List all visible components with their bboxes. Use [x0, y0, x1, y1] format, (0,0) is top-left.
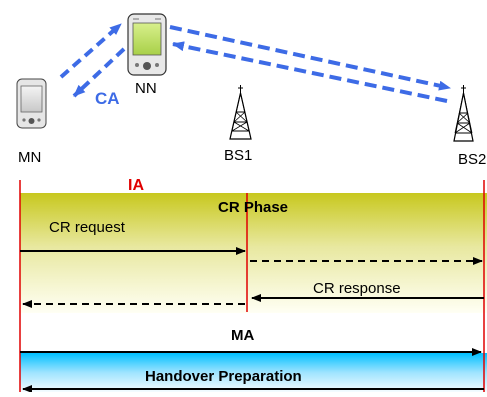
ma-label: MA: [231, 327, 254, 344]
mn-device-icon: [16, 78, 47, 129]
ca-arrow-nn-to-mn: [72, 47, 126, 98]
handover-preparation-band: [20, 353, 487, 392]
ca-label: CA: [95, 89, 120, 108]
ia-label: IA: [128, 177, 144, 194]
nn-device-icon: [127, 13, 167, 76]
mn-label: MN: [18, 149, 41, 166]
bs2-label: BS2: [458, 151, 486, 168]
bs2-tower-icon: [453, 85, 474, 142]
cr-phase-title: CR Phase: [218, 199, 288, 216]
handover-preparation-title: Handover Preparation: [145, 368, 302, 385]
nn-to-bs2-arrow: [169, 25, 451, 91]
nn-label: NN: [135, 80, 157, 97]
bs1-label: BS1: [224, 147, 252, 164]
bs2-to-nn-arrow: [172, 41, 448, 103]
cr-request-label: CR request: [49, 219, 126, 236]
ca-arrow-mn-to-nn: [59, 22, 123, 79]
cr-phase-band: [20, 193, 487, 313]
bs1-tower-icon: [229, 85, 252, 140]
cr-response-label: CR response: [313, 280, 401, 297]
